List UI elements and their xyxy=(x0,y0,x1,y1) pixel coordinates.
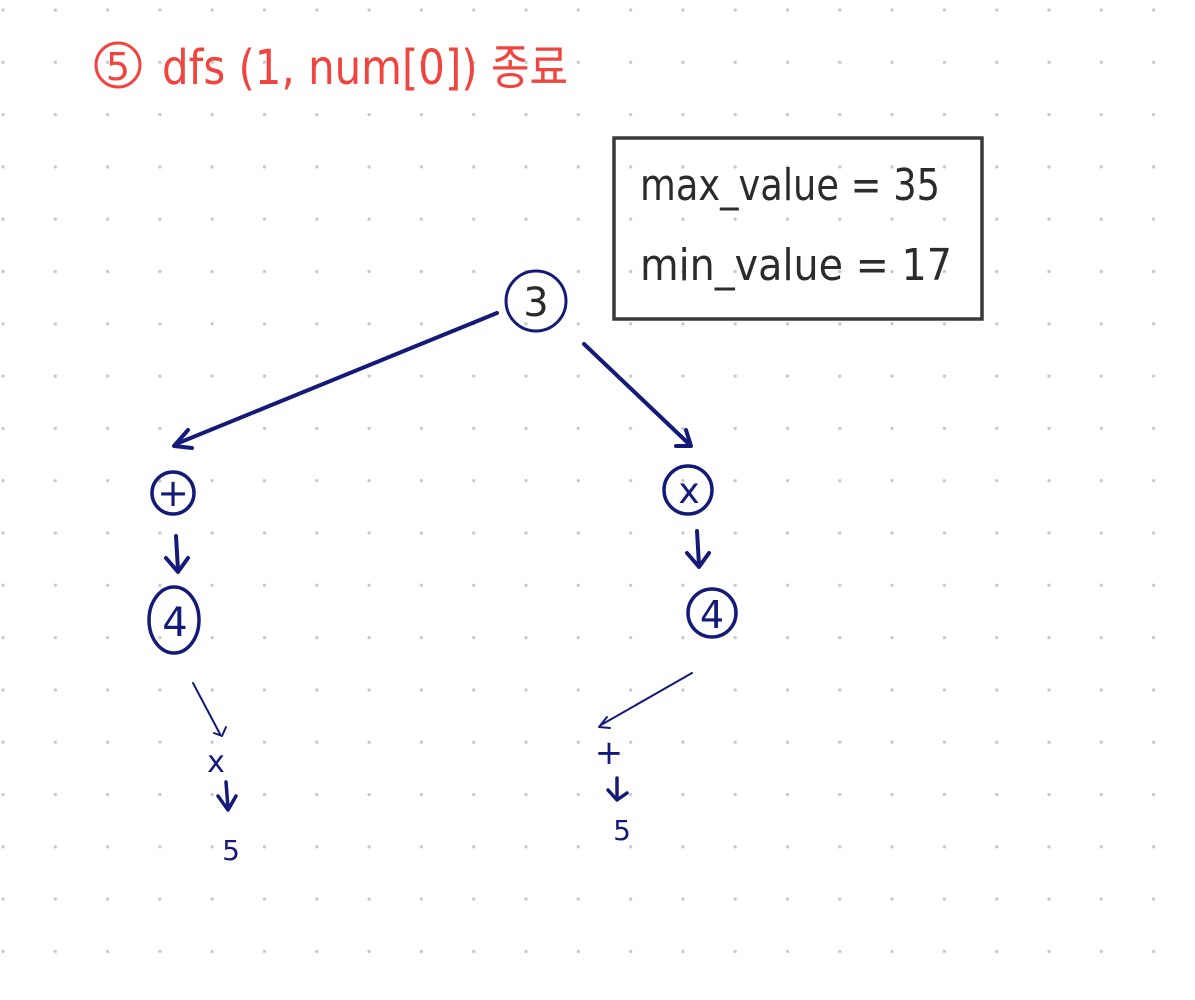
result-box: max_value = 35 min_value = 17 xyxy=(612,136,984,321)
left-operator-label: + xyxy=(157,471,189,515)
left-next-operand-label: 5 xyxy=(222,834,240,867)
left-diagonal-edge-head xyxy=(213,726,227,737)
right-next-operand-label: 5 xyxy=(613,814,631,847)
left-down-arrow-2-head xyxy=(216,794,238,812)
left-down-arrow-1-head xyxy=(164,556,190,574)
right-operator-circle xyxy=(662,464,714,516)
left-down-arrow-2 xyxy=(224,780,230,810)
right-down-arrow-1 xyxy=(695,529,701,567)
right-operator-label: x xyxy=(678,471,699,512)
right-operand-circle xyxy=(686,587,738,639)
right-operand-label: 4 xyxy=(700,593,724,637)
right-edge-arrowhead xyxy=(674,428,693,448)
right-down-arrow-1-head xyxy=(685,551,711,569)
heading-text: dfs (1, num[0]) 종료 xyxy=(162,40,568,96)
result-box-border xyxy=(612,136,984,321)
step-number: 5 xyxy=(106,45,130,89)
right-diagonal-edge-head xyxy=(598,716,611,729)
left-operator-circle xyxy=(150,470,196,516)
right-edge xyxy=(582,342,691,446)
left-edge-arrowhead xyxy=(172,428,194,450)
left-operand-circle xyxy=(147,585,201,655)
step-number-circle xyxy=(94,41,142,89)
left-down-arrow-1 xyxy=(174,534,180,572)
min-value-line: min_value = 17 xyxy=(640,240,952,291)
right-diagonal-edge xyxy=(600,672,693,726)
right-next-operator-label: + xyxy=(595,733,624,773)
root-node-circle xyxy=(504,269,568,333)
right-down-arrow-2-head xyxy=(606,788,629,802)
heading: 5 dfs (1, num[0]) 종료 xyxy=(94,40,568,96)
left-edge xyxy=(174,311,499,446)
left-diagonal-edge xyxy=(192,682,221,735)
left-operand-label: 4 xyxy=(162,600,187,646)
max-value-line: max_value = 35 xyxy=(640,160,940,211)
left-next-operator-label: x xyxy=(207,745,225,780)
dfs-tree: 3 + 4 x 5 x 4 + 5 xyxy=(147,269,738,867)
root-node-label: 3 xyxy=(523,280,548,326)
